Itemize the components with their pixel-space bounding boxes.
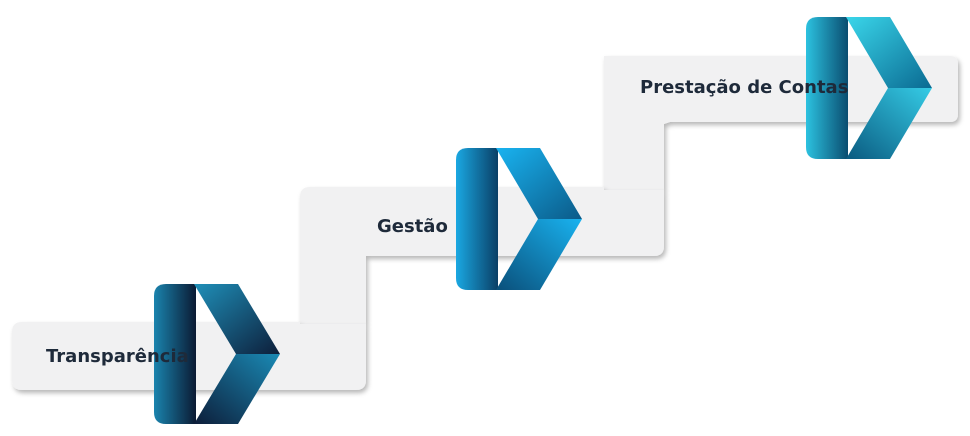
step-3-group — [604, 17, 958, 190]
step-1-chevron-icon — [154, 284, 280, 424]
step-2-chevron-icon — [456, 148, 582, 290]
step-3-label: Prestação de Contas — [640, 77, 849, 98]
step-1-group — [12, 284, 366, 424]
step-2-group — [300, 148, 664, 324]
step-3-chevron-icon — [806, 17, 932, 159]
step-1-label: Transparência — [46, 346, 189, 367]
step-2-label: Gestão — [377, 216, 448, 237]
step-3-ribbon — [604, 56, 958, 190]
